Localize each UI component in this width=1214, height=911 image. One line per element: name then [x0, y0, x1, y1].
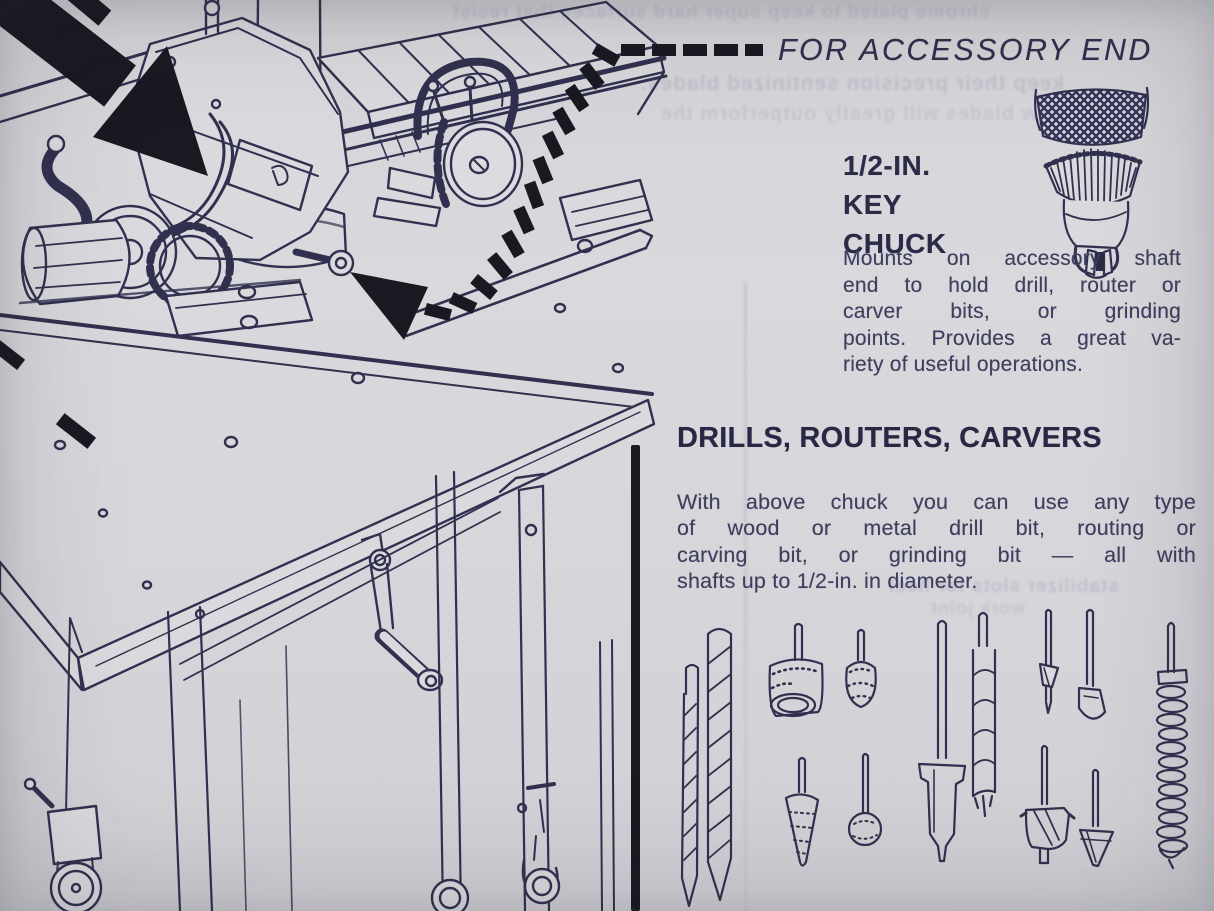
bit-large-twist-drill: [706, 627, 733, 902]
bit-oval-grinding-point: [845, 628, 877, 709]
chuck-title-line: CHUCK: [843, 228, 947, 259]
body-line: carving bit, or grinding bit — all with: [677, 542, 1196, 567]
body-line: of wood or metal drill bit, routing or: [677, 516, 1196, 541]
bit-cone-grinding-point: [784, 756, 820, 867]
right-caster: [516, 782, 561, 905]
chuck-section-title: 1/2-IN. KEY CHUCK: [843, 146, 947, 263]
bleedthrough-text: keep their precision sentinized blades.: [640, 72, 1065, 95]
page-crease: [744, 282, 747, 911]
body-line: end to hold drill, router or: [843, 273, 1181, 297]
drill-bits-illustration: [680, 608, 1189, 908]
body-line: With above chuck you can use any type: [677, 490, 1196, 514]
section-divider-bar: [631, 445, 640, 911]
chuck-title-line: 1/2-IN.: [843, 150, 931, 181]
bit-veining-router: [1038, 608, 1060, 715]
key-chuck-illustration: [1034, 86, 1150, 279]
chuck-title-line: KEY: [843, 189, 903, 220]
drills-section-body: With above chuck you can use any type of…: [677, 489, 1196, 595]
bit-ball-grinding-point: [847, 752, 883, 847]
body-line: riety of useful operations.: [843, 353, 1084, 377]
bit-drum-grinding-point: [768, 622, 824, 718]
bit-spade: [917, 619, 967, 863]
drills-section-title: DRILLS, ROUTERS, CARVERS: [677, 422, 1102, 454]
bleedthrough-text: work joint: [930, 598, 1025, 618]
chuck-section-body: Mounts on accessory shaft end to hold dr…: [843, 246, 1181, 379]
accessory-end-callout-label: FOR ACCESSORY END: [778, 32, 1153, 67]
body-line: shafts up to 1/2-in. in diameter.: [677, 569, 978, 594]
bit-small-twist-drill: [680, 663, 700, 908]
bit-wood-drill: [971, 611, 997, 818]
body-line: points. Provides a great va-: [843, 326, 1181, 350]
bit-spiral-rasp: [1155, 621, 1189, 870]
left-caster: [23, 617, 103, 911]
dashed-arrow-accessory: [350, 43, 763, 340]
bit-core-box-router: [1077, 608, 1107, 720]
bleedthrough-text: saw blades will greatly outperform the: [660, 103, 1062, 125]
body-line: Mounts on accessory shaft: [843, 247, 1181, 270]
bleedthrough-text: stabilizer slots for heel: [888, 576, 1119, 597]
bit-mortising-router: [1019, 744, 1076, 865]
bit-v-groove-router: [1078, 768, 1115, 868]
table-crank: [360, 532, 444, 692]
accessory-shaft-end: [292, 248, 355, 277]
arrow-power-end: [0, 0, 208, 449]
body-line: carver bits, or grinding: [843, 300, 1181, 324]
bleedthrough-text: chrome plated to keep super hard surface…: [452, 2, 990, 23]
